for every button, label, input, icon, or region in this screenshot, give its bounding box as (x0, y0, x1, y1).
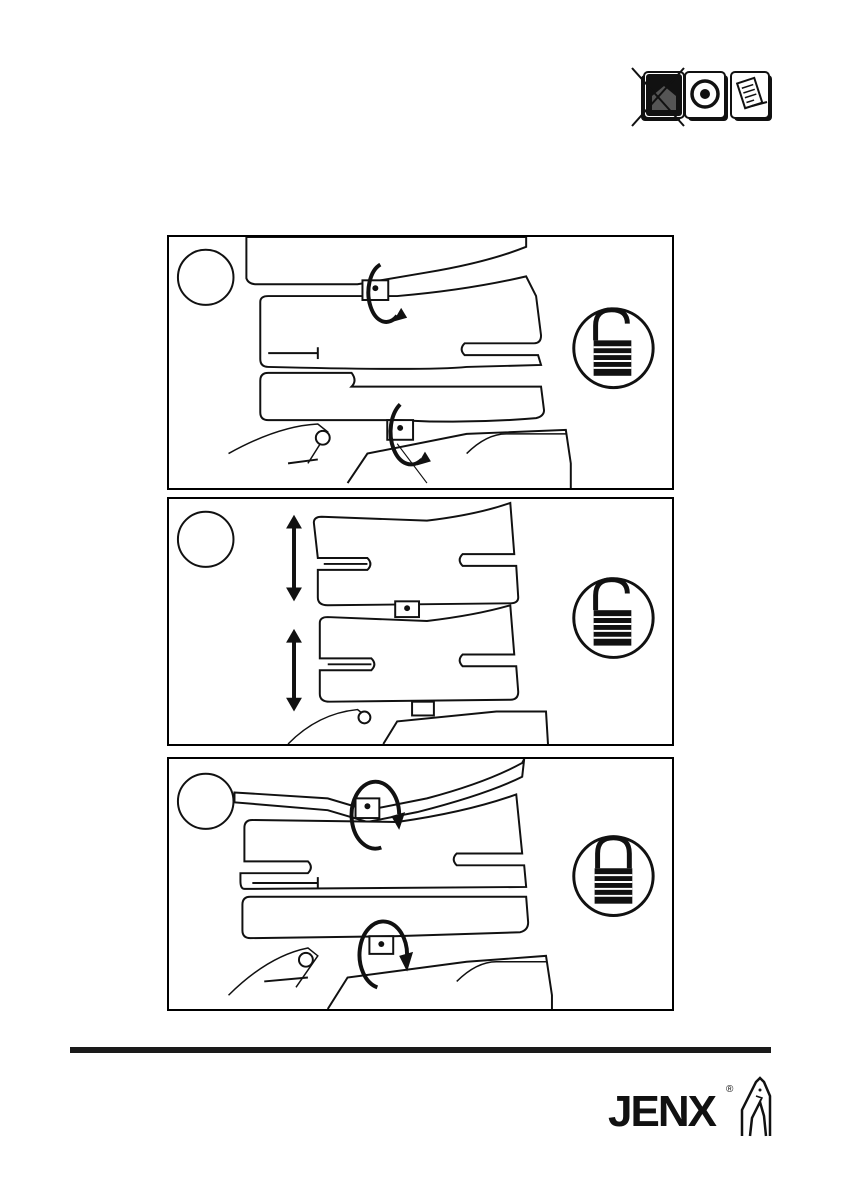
unlocked-padlock-icon (574, 309, 653, 388)
brand-logo: JENX ® (608, 1072, 773, 1138)
step-panel-3 (167, 757, 674, 1011)
step-number-circle-2 (178, 512, 234, 567)
step-number-circle-1 (178, 250, 234, 305)
header-icon-strip (630, 66, 773, 130)
no-home-use-icon (632, 68, 684, 126)
brand-name: JENX (608, 1090, 715, 1134)
registered-mark: ® (726, 1084, 733, 1095)
unlocked-padlock-icon (574, 579, 653, 658)
step-panel-1 (167, 235, 674, 490)
step-panel-2 (167, 497, 674, 746)
inspection-target-icon (685, 72, 728, 121)
giraffe-logo-icon (736, 1076, 774, 1138)
footer-rule (70, 1047, 771, 1053)
locked-padlock-icon (574, 837, 653, 916)
checklist-clipboard-icon (731, 72, 772, 121)
up-down-arrow-icon (286, 629, 302, 712)
up-down-arrow-icon (286, 515, 302, 602)
step-number-circle-3 (178, 774, 234, 829)
